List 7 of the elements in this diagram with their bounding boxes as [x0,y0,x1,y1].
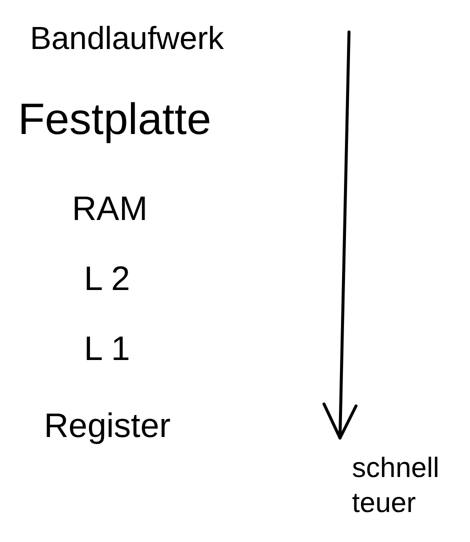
label-text: L 2 [84,259,130,300]
label-text: Register [44,406,171,447]
label-text: L 1 [84,329,130,370]
label-text: RAM [72,189,148,230]
label-text: Bandlaufwerk [30,19,224,58]
label-text: Festplatte [18,94,212,146]
label-text: schnell teuer [352,451,440,520]
